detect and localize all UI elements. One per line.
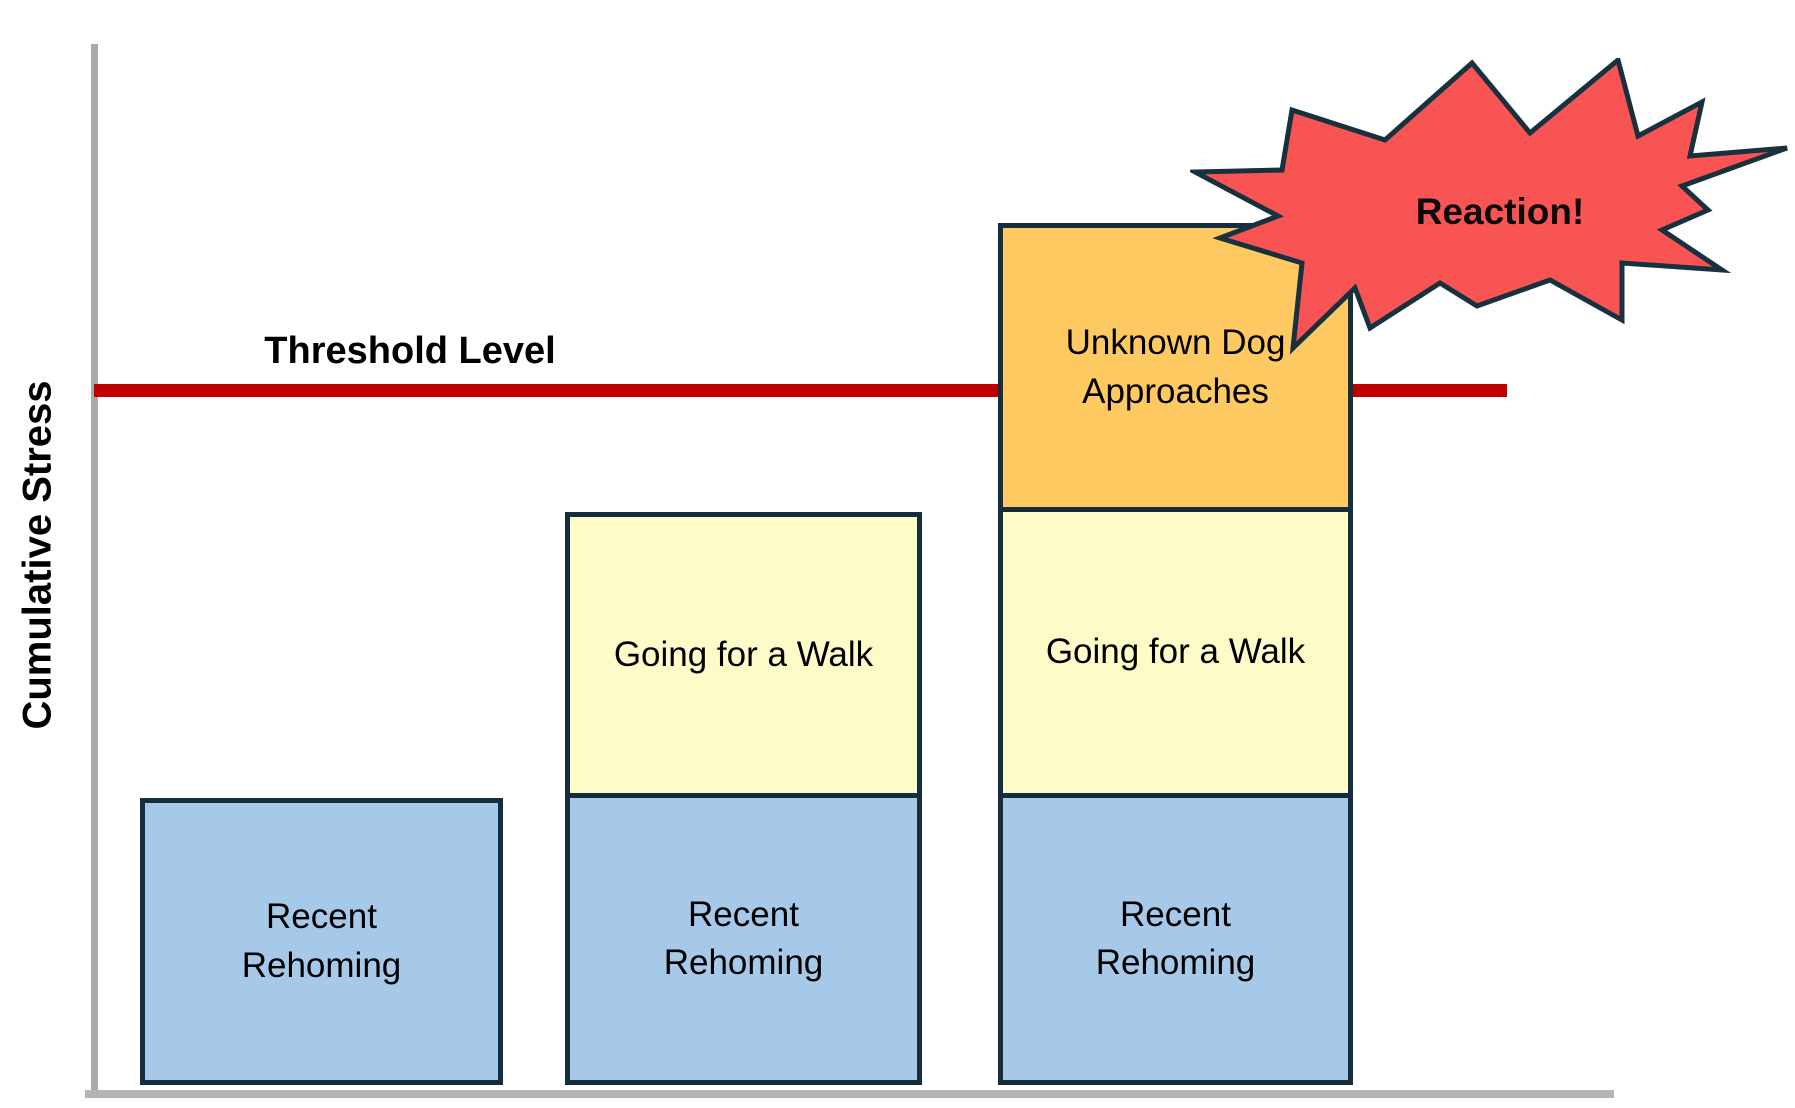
bar-2-segment-recent-rehoming: Recent Rehoming bbox=[565, 793, 922, 1085]
bar-2-segment-going-for-a-walk: Going for a Walk bbox=[565, 512, 922, 798]
segment-label: Going for a Walk bbox=[613, 634, 874, 674]
reaction-starburst: Reaction! bbox=[1190, 58, 1788, 355]
bar-3-segment-recent-rehoming: Recent Rehoming bbox=[998, 793, 1353, 1085]
y-axis-line bbox=[91, 44, 98, 1097]
segment-label: Recent Rehoming bbox=[241, 897, 402, 985]
threshold-label: Threshold Level bbox=[264, 330, 556, 372]
y-axis-label: Cumulative Stress bbox=[15, 380, 60, 730]
starburst-shape bbox=[1190, 58, 1788, 355]
segment-label: Unknown Dog Approaches bbox=[1065, 323, 1286, 411]
x-axis-line bbox=[85, 1090, 1614, 1098]
segment-label: Recent Rehoming bbox=[663, 894, 824, 982]
bar-3-segment-going-for-a-walk: Going for a Walk bbox=[998, 507, 1353, 798]
segment-label: Going for a Walk bbox=[1045, 632, 1306, 672]
bar-1-segment-recent-rehoming: Recent Rehoming bbox=[140, 798, 503, 1085]
reaction-label: Reaction! bbox=[1416, 191, 1585, 232]
bar-3-segment-unknown-dog-approaches: Unknown Dog Approaches bbox=[998, 223, 1353, 512]
segment-label: Recent Rehoming bbox=[1095, 894, 1256, 982]
